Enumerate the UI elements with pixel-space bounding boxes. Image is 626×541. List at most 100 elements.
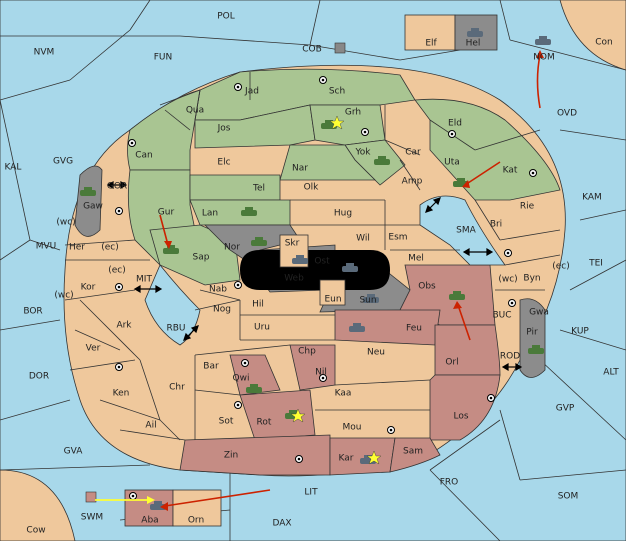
territory-nar[interactable] <box>279 144 376 181</box>
label-elf: Elf <box>425 39 437 49</box>
label-aba: Aba <box>141 516 158 526</box>
label-nvm: NVM <box>34 48 55 58</box>
label-grh: Grh <box>345 108 361 118</box>
label-rbu: RBU <box>166 324 185 334</box>
label-byn: Byn <box>523 274 540 284</box>
unit-aba <box>150 501 166 510</box>
label-ail: Ail <box>145 421 156 431</box>
label-ost: Ost <box>314 257 330 267</box>
unit-ost <box>342 263 358 272</box>
territory-orn[interactable] <box>172 489 222 527</box>
label-nom: NOM <box>533 53 555 63</box>
label-yok: Yok <box>354 148 371 158</box>
label-obs: Obs <box>418 282 436 292</box>
unit-web <box>292 255 308 264</box>
label-esm: Esm <box>388 233 407 243</box>
unit-obs <box>449 291 465 300</box>
label-kam: KAM <box>582 193 602 203</box>
label-zin: Zin <box>224 451 238 461</box>
territory-gaw[interactable] <box>74 165 103 237</box>
label-con: Con <box>595 38 613 48</box>
territory-sam[interactable] <box>389 437 441 473</box>
region-labels: POL NVM FUN COB Elf Hel NOM Con OVD Jad … <box>5 12 620 536</box>
label-eun: Eun <box>324 295 341 305</box>
label-gva: GVA <box>64 447 84 457</box>
unit-yok <box>374 156 390 165</box>
arrow-heads <box>160 50 544 511</box>
sea-sma[interactable] <box>419 195 506 266</box>
label-ark: Ark <box>116 321 132 331</box>
label-can: Can <box>135 151 153 161</box>
label-car: Car <box>405 148 421 158</box>
label-som: SOM <box>558 492 579 502</box>
territory-elf[interactable] <box>404 14 456 51</box>
label-swm: SWM <box>81 513 103 523</box>
label-los: Los <box>453 412 468 422</box>
label-pir: Pir <box>526 328 538 338</box>
label-her: Her <box>69 243 85 253</box>
label-mit: MIT <box>136 275 152 285</box>
label-gur: Gur <box>158 208 175 218</box>
label-cow: Cow <box>26 526 45 536</box>
label-wc2: (wc) <box>498 275 517 285</box>
label-kup: KUP <box>571 327 589 337</box>
label-ken: Ken <box>113 389 130 399</box>
label-kar: Kar <box>339 454 354 464</box>
territory-eun[interactable] <box>319 279 346 306</box>
impassable-lake <box>240 250 390 290</box>
unit-hel <box>467 28 483 37</box>
label-orl: Orl <box>445 358 458 368</box>
label-orn: Orn <box>188 516 204 526</box>
label-sun: Sun <box>359 296 376 306</box>
label-hil: Hil <box>252 300 264 310</box>
label-lan: Lan <box>202 209 218 219</box>
unit-nor <box>251 237 267 246</box>
label-sma: SMA <box>456 226 476 236</box>
label-bri: Bri <box>490 220 502 230</box>
adjacency-arrows <box>106 180 523 372</box>
label-rod: ROD <box>500 352 520 362</box>
label-kal: KAL <box>5 163 22 173</box>
unit-cob <box>334 42 346 54</box>
label-amp: Amp <box>402 177 423 187</box>
label-mvu: MVU <box>36 242 57 252</box>
supply-centers <box>115 76 537 500</box>
label-ec3: (ec) <box>108 266 126 276</box>
unit-qwi <box>246 384 262 393</box>
label-rot: Rot <box>257 418 272 428</box>
label-jos: Jos <box>217 124 231 134</box>
label-qwi: Qwi <box>233 374 250 384</box>
label-fro: FRO <box>440 478 459 488</box>
territory-zin[interactable] <box>179 434 331 476</box>
territory-los[interactable] <box>429 374 501 441</box>
unit-nom <box>535 36 551 45</box>
label-wc3: (wc) <box>54 291 73 301</box>
label-lit: LIT <box>304 488 318 498</box>
label-dax: DAX <box>272 519 291 529</box>
territory-pir[interactable] <box>519 298 546 378</box>
label-bor: BOR <box>23 307 42 317</box>
label-web: Web <box>284 274 304 284</box>
move-arrows <box>159 54 541 507</box>
label-uta: Uta <box>444 158 460 168</box>
label-ver: Ver <box>86 344 101 354</box>
territory-rot[interactable] <box>239 389 316 441</box>
label-nil: Nil <box>315 368 327 378</box>
label-nar: Nar <box>292 164 308 174</box>
unit-sun <box>363 294 379 303</box>
territory-tel[interactable] <box>189 174 281 201</box>
unit-lan <box>241 207 257 216</box>
label-neu: Neu <box>367 348 385 358</box>
support-arrow-head <box>147 496 155 504</box>
label-gaw: Gaw <box>83 202 103 212</box>
label-olk: Olk <box>304 183 320 193</box>
label-dor: DOR <box>29 372 49 382</box>
unit-gaw <box>80 187 96 196</box>
label-sam: Sam <box>403 447 423 457</box>
label-fun: FUN <box>154 53 173 63</box>
label-alt: ALT <box>603 368 619 378</box>
label-tel: Tel <box>252 184 265 194</box>
territory-eld-uta-kat[interactable] <box>414 98 561 201</box>
label-bar: Bar <box>203 362 219 372</box>
